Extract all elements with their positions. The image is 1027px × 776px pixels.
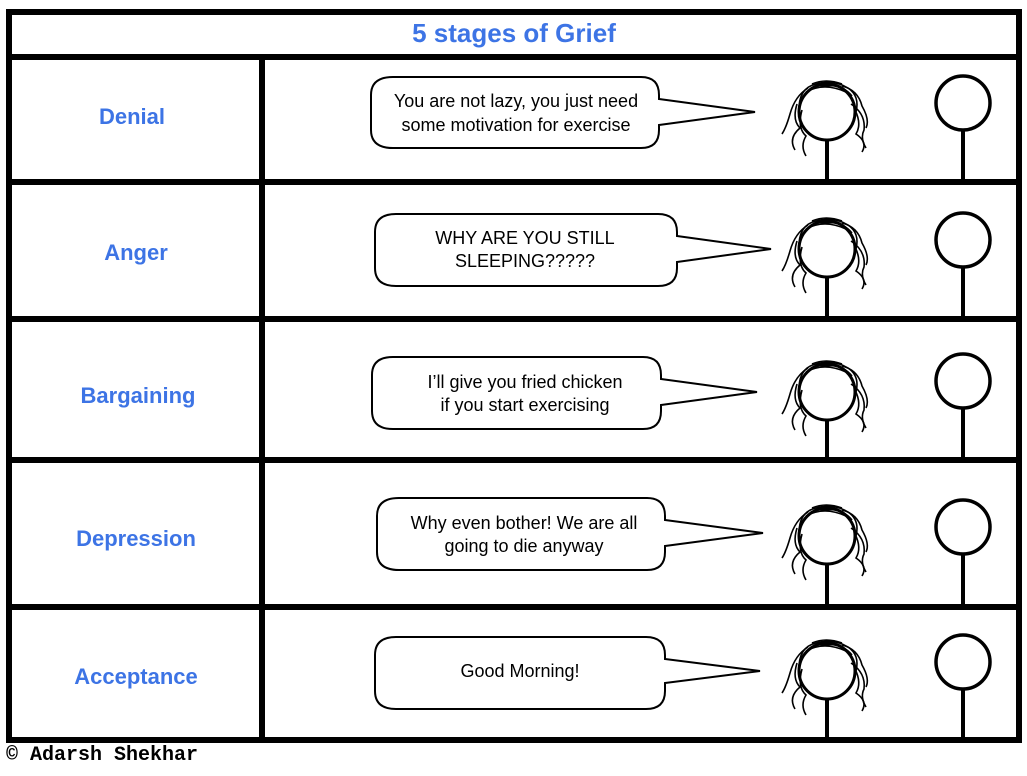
bubble-text-line1: Why even bother! We are all [411, 513, 638, 533]
stage-row-bargaining: Bargaining I’ll give you fried chicken i… [81, 352, 992, 460]
stage-row-denial: Denial You are not lazy, you just need s… [99, 74, 992, 182]
stage-label-denial: Denial [99, 104, 165, 129]
plain-stick-figure [934, 498, 992, 607]
speech-bubble [376, 497, 764, 571]
bubble-text-line1: You are not lazy, you just need [394, 91, 638, 111]
bubble-text-line2: some motivation for exercise [401, 115, 630, 135]
hairy-stick-figure [781, 217, 869, 319]
stage-row-anger: Anger WHY ARE YOU STILL SLEEPING????? [104, 211, 992, 319]
speech-bubble [374, 213, 772, 287]
hairy-stick-figure [781, 360, 869, 460]
comic-frame [6, 9, 1022, 743]
hairy-stick-figure [781, 80, 869, 182]
stage-row-depression: Depression Why even bother! We are all g… [76, 497, 992, 607]
bubble-text-line1: Good Morning! [460, 661, 579, 681]
stage-label-depression: Depression [76, 526, 196, 551]
copyright-notice: © Adarsh Shekhar [6, 744, 199, 767]
stage-label-anger: Anger [104, 240, 168, 265]
comic-title: 5 stages of Grief [412, 18, 616, 48]
bubble-text-line2: going to die anyway [444, 536, 603, 556]
hairy-stick-figure [781, 504, 869, 607]
bubble-text-line1: WHY ARE YOU STILL [435, 228, 614, 248]
stage-label-bargaining: Bargaining [81, 383, 196, 408]
speech-bubble [374, 636, 761, 710]
bubble-text-line1: I’ll give you fried chicken [427, 372, 622, 392]
plain-stick-figure [934, 74, 992, 182]
plain-stick-figure [934, 352, 992, 460]
bubble-text-line2: SLEEPING????? [455, 251, 595, 271]
plain-stick-figure [934, 211, 992, 319]
stage-row-acceptance: Acceptance Good Morning! [74, 633, 992, 740]
stage-label-acceptance: Acceptance [74, 664, 198, 689]
plain-stick-figure [934, 633, 992, 740]
speech-bubble [370, 76, 756, 149]
bubble-text-line2: if you start exercising [440, 395, 609, 415]
speech-bubble [371, 356, 758, 430]
comic-strip: 5 stages of Grief Denial You are not laz… [6, 9, 1022, 743]
hairy-stick-figure [781, 639, 869, 740]
